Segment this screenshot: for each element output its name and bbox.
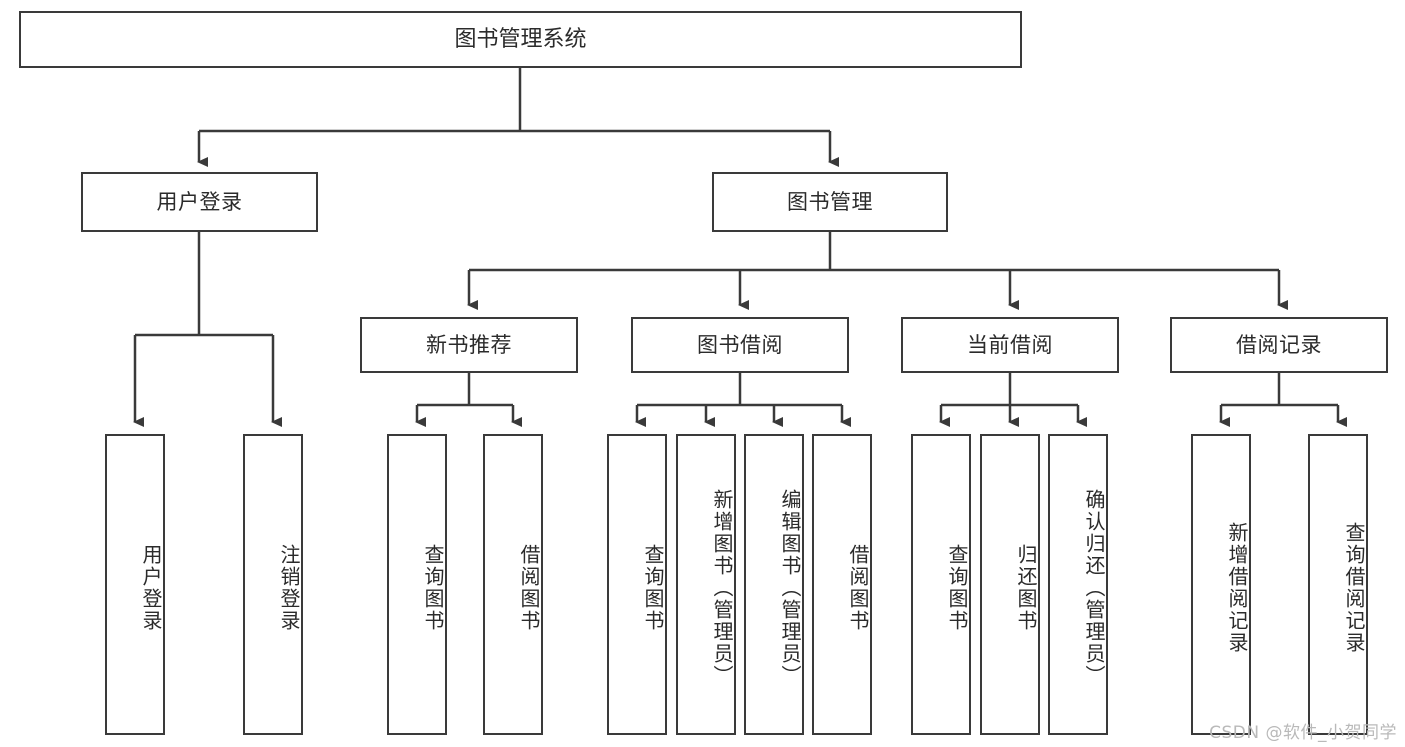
node-leaf-add-book[interactable]: 新增图书（管理员）: [676, 434, 736, 735]
node-book-borrow-label: 图书借阅: [697, 332, 783, 357]
node-root[interactable]: 图书管理系统: [19, 11, 1022, 68]
node-leaf-query-book-1[interactable]: 查询图书: [387, 434, 447, 735]
node-user-login[interactable]: 用户登录: [81, 172, 318, 232]
node-leaf-borrow-book-1-label: 借阅图书: [517, 543, 541, 632]
node-leaf-query-book-1-label: 查询图书: [421, 543, 445, 632]
node-leaf-borrow-book-1[interactable]: 借阅图书: [483, 434, 543, 735]
node-leaf-query-record-label: 查询借阅记录: [1342, 521, 1366, 654]
node-current-borrow-label: 当前借阅: [967, 332, 1053, 357]
node-new-book-recommend[interactable]: 新书推荐: [360, 317, 578, 373]
node-new-book-recommend-label: 新书推荐: [426, 332, 512, 357]
node-book-manage[interactable]: 图书管理: [712, 172, 948, 232]
node-leaf-borrow-book-2[interactable]: 借阅图书: [812, 434, 872, 735]
node-leaf-logout[interactable]: 注销登录: [243, 434, 303, 735]
node-leaf-add-record-label: 新增借阅记录: [1225, 521, 1249, 654]
node-borrow-record-label: 借阅记录: [1236, 332, 1322, 357]
node-user-login-label: 用户登录: [156, 189, 243, 214]
node-leaf-user-login[interactable]: 用户登录: [105, 434, 165, 735]
node-leaf-query-book-2-label: 查询图书: [641, 543, 665, 632]
node-leaf-query-book-2[interactable]: 查询图书: [607, 434, 667, 735]
node-leaf-edit-book-label: 编辑图书（管理员）: [778, 488, 802, 687]
node-leaf-user-login-label: 用户登录: [139, 543, 163, 632]
node-borrow-record[interactable]: 借阅记录: [1170, 317, 1388, 373]
node-leaf-confirm-return-label: 确认归还（管理员）: [1082, 488, 1106, 687]
watermark: CSDN @软件_小贺同学: [1209, 723, 1397, 743]
node-book-borrow[interactable]: 图书借阅: [631, 317, 849, 373]
node-current-borrow[interactable]: 当前借阅: [901, 317, 1119, 373]
node-leaf-confirm-return[interactable]: 确认归还（管理员）: [1048, 434, 1108, 735]
node-leaf-query-book-3-label: 查询图书: [945, 543, 969, 632]
node-leaf-return-book-label: 归还图书: [1014, 543, 1038, 632]
node-root-label: 图书管理系统: [454, 26, 587, 52]
node-leaf-return-book[interactable]: 归还图书: [980, 434, 1040, 735]
node-leaf-logout-label: 注销登录: [277, 543, 301, 632]
node-leaf-add-book-label: 新增图书（管理员）: [710, 488, 734, 687]
node-leaf-borrow-book-2-label: 借阅图书: [846, 543, 870, 632]
node-leaf-query-record[interactable]: 查询借阅记录: [1308, 434, 1368, 735]
node-leaf-edit-book[interactable]: 编辑图书（管理员）: [744, 434, 804, 735]
node-leaf-query-book-3[interactable]: 查询图书: [911, 434, 971, 735]
node-leaf-add-record[interactable]: 新增借阅记录: [1191, 434, 1251, 735]
node-book-manage-label: 图书管理: [787, 189, 873, 214]
